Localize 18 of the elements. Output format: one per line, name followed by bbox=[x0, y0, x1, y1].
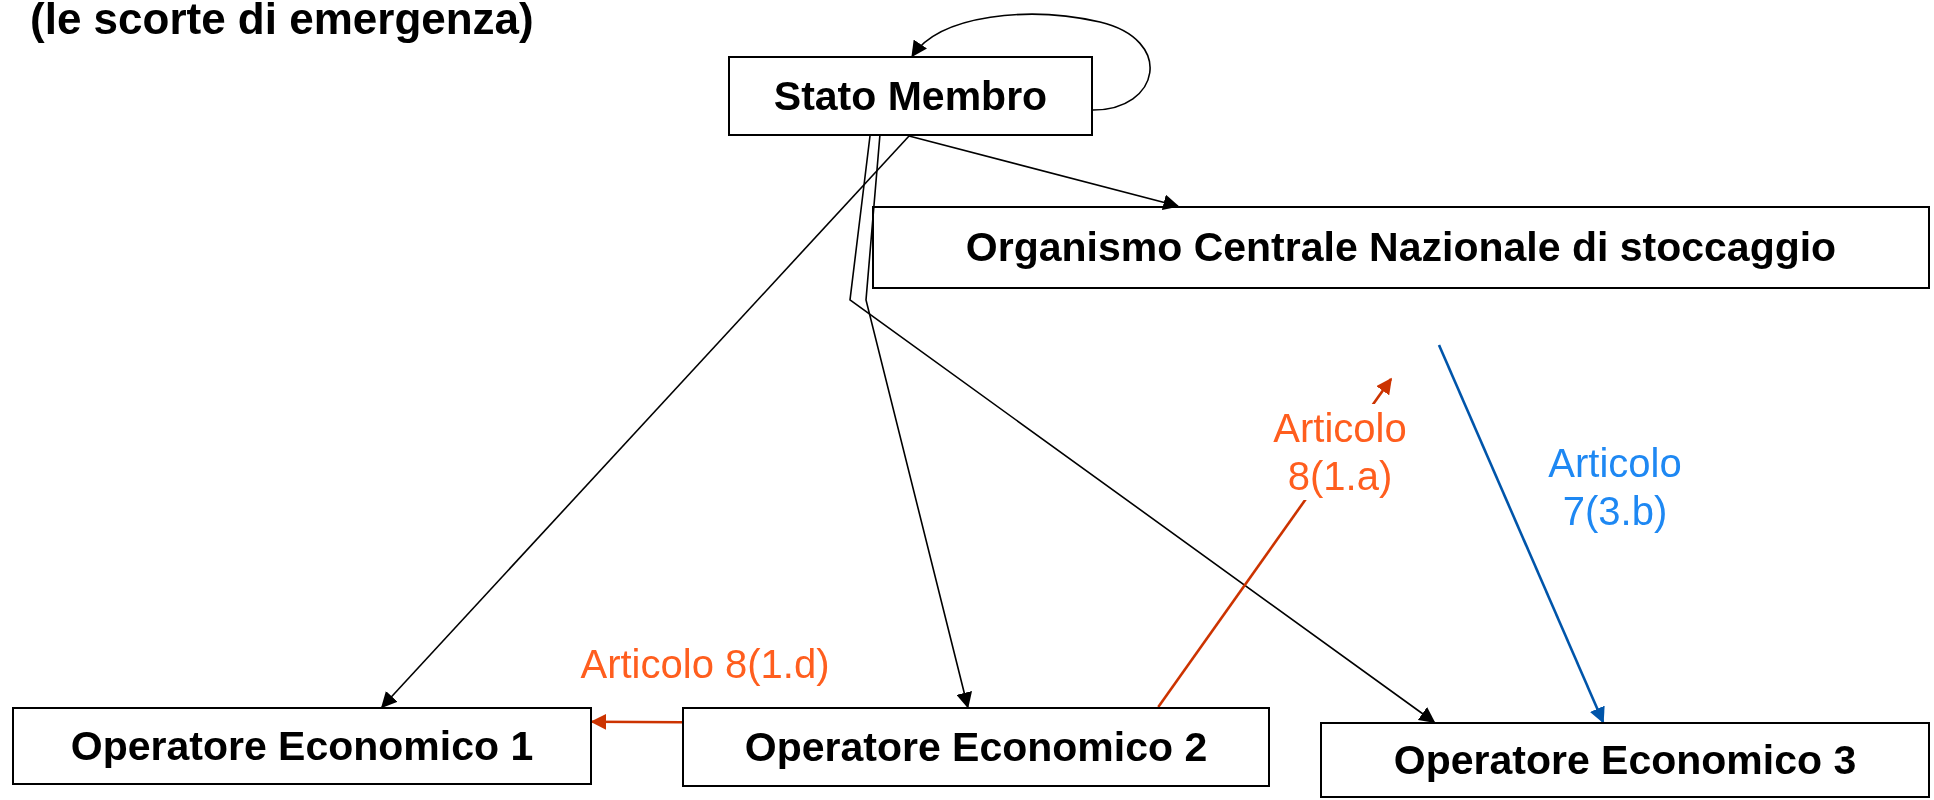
arrow bbox=[911, 13, 1151, 111]
text-box bbox=[872, 206, 1930, 289]
arrow bbox=[1437, 344, 1605, 724]
text-box bbox=[682, 707, 1270, 787]
node-label: Operatore Economico 1 bbox=[70, 722, 534, 770]
arrow bbox=[908, 135, 1180, 211]
arrow bbox=[865, 135, 973, 709]
text-box bbox=[1320, 722, 1930, 798]
text-box bbox=[728, 56, 1093, 136]
title: (le scorte di emergenza) bbox=[30, 0, 534, 44]
arrow bbox=[590, 713, 682, 730]
arrow bbox=[849, 135, 1436, 723]
node-label: Stato Membro bbox=[773, 72, 1048, 120]
node-label: Organismo Centrale Nazionale di stoccaggio bbox=[965, 224, 1837, 271]
arrow bbox=[380, 135, 910, 709]
node-label: Operatore Economico 3 bbox=[1393, 736, 1857, 784]
node-label: Operatore Economico 2 bbox=[744, 723, 1208, 771]
text-box bbox=[12, 707, 592, 785]
